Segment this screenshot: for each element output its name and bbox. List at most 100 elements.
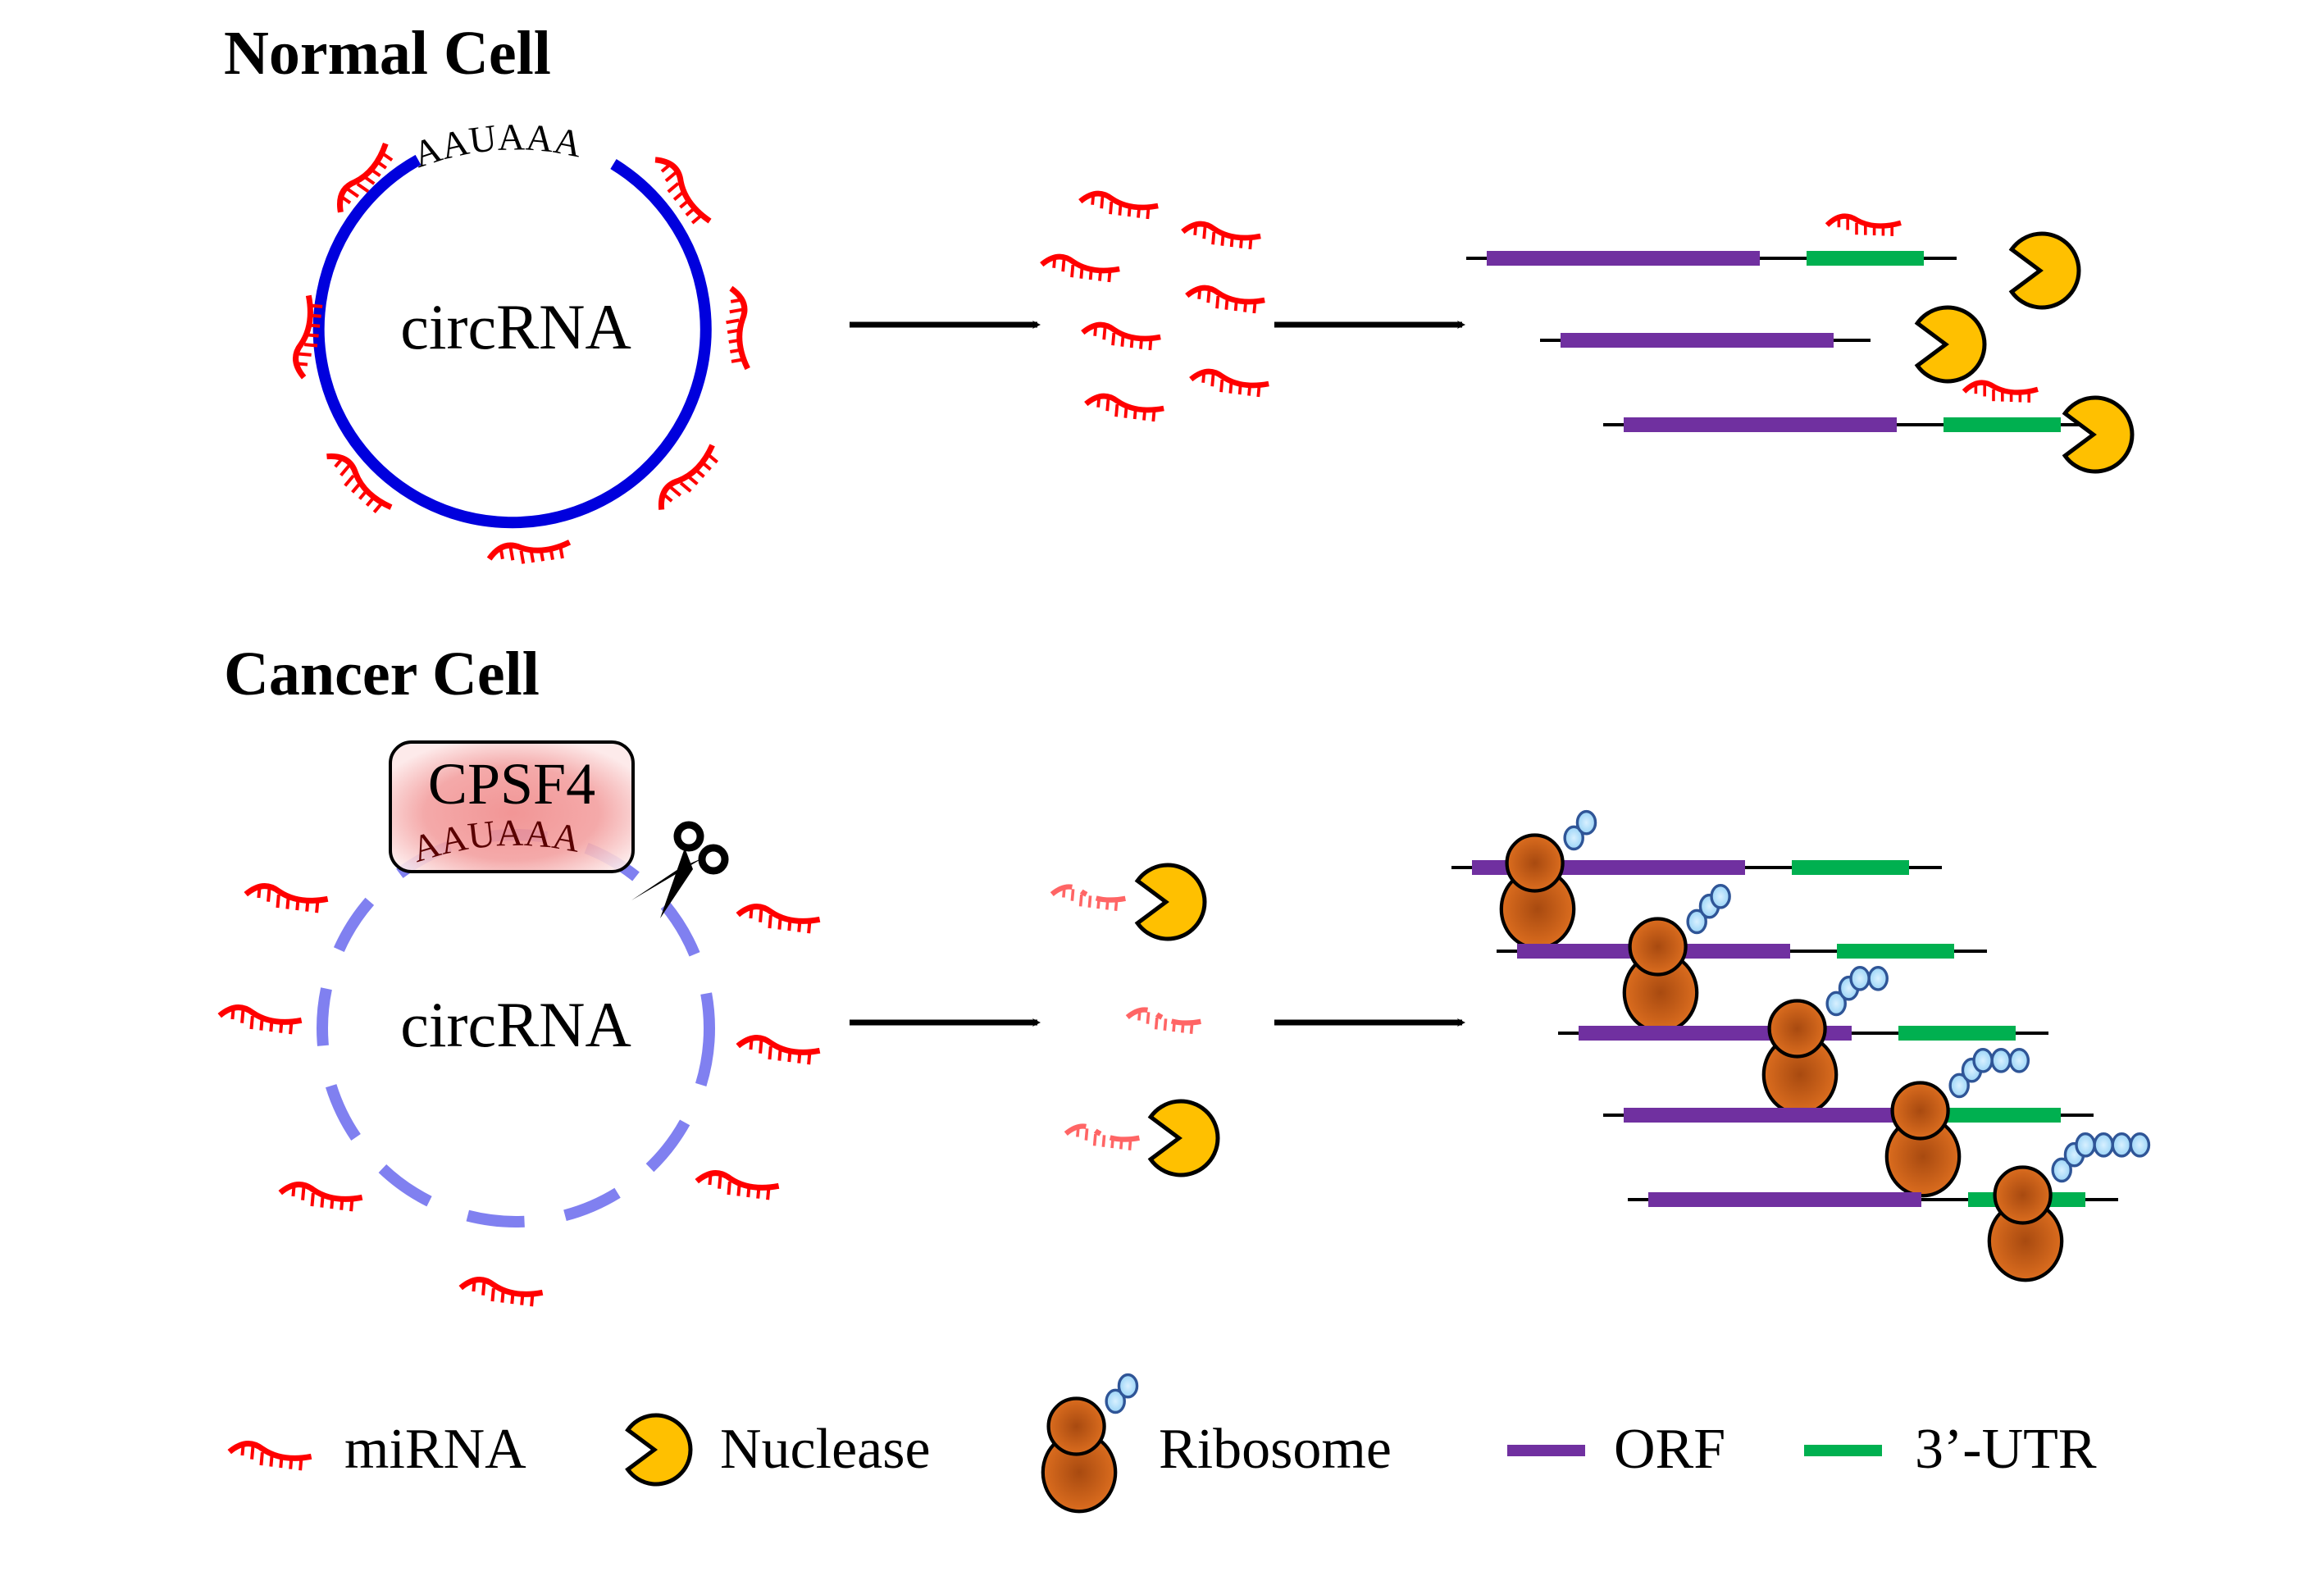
mirna-icon: [337, 142, 394, 213]
mirna-icon: [458, 1277, 544, 1307]
degraded-mirnas: [1050, 863, 1220, 1177]
ribosome-icon: [1884, 1047, 2030, 1198]
cpsf4-box: CPSF4 AAUAAA: [389, 740, 635, 873]
peptide-bead: [2093, 1132, 2114, 1158]
peptide-bead: [1710, 883, 1731, 909]
mirna-icon: [1078, 190, 1159, 220]
mirna-icon: [654, 157, 712, 225]
peptide-bead: [1575, 809, 1597, 836]
ribosome-icon: [1987, 1132, 2151, 1282]
mirna-icon: [486, 540, 572, 564]
mirna-icon: [227, 1441, 312, 1471]
cancer-circrna: circRNA: [317, 829, 715, 1227]
nuclease-icon: [1134, 863, 1207, 941]
legend-label: Nuclease: [720, 1418, 931, 1481]
mirna-icon: [726, 285, 750, 371]
mirna-icon: [736, 1035, 821, 1065]
mirna-icon: [217, 1004, 303, 1035]
peptide-bead: [2051, 1157, 2072, 1183]
mrna-transcript: [1466, 251, 1957, 266]
mirna-icon: [326, 453, 393, 513]
bound-mirnas: [293, 142, 750, 564]
orf-segment: [1561, 333, 1834, 348]
utr-segment: [1898, 1026, 2016, 1041]
mirna-icon: [736, 904, 821, 934]
mrna-transcript: [1603, 1108, 2094, 1123]
orf-segment: [1624, 417, 1897, 432]
peptide-bead: [1972, 1047, 1994, 1073]
normal-cell-title: Normal Cell: [224, 19, 551, 88]
orf-segment: [1648, 1192, 1921, 1207]
mirna-icon: [658, 444, 718, 510]
ribosome-icon: [1622, 883, 1731, 1034]
peptide-bead: [1867, 965, 1889, 991]
peptide-bead: [1990, 1047, 2012, 1073]
cpsf4-protein: [389, 740, 635, 873]
peptide-bead: [1948, 1073, 1970, 1099]
orf-icon: [1507, 1445, 1585, 1456]
peptide-bead: [1563, 825, 1584, 851]
peptide-bead: [2075, 1132, 2096, 1158]
ribosome-icon: [1499, 809, 1597, 950]
legend-item-ribosome: [1041, 1373, 1139, 1514]
normal-transcripts: [1466, 213, 2135, 474]
mrna-transcript: [1497, 944, 1987, 959]
utr-segment: [1944, 417, 2061, 432]
cancer-cell-title: Cancer Cell: [224, 640, 540, 708]
nuclease-icon: [1914, 305, 1987, 384]
orf-segment: [1624, 1108, 1897, 1123]
nuclease-icon: [2062, 395, 2135, 474]
nuclease-icon: [625, 1413, 693, 1487]
released-mirnas: [217, 883, 821, 1307]
mirna-icon: [1181, 221, 1261, 250]
mirna-icon: [1084, 393, 1164, 422]
translating-transcripts: [1451, 809, 2151, 1282]
mirna-icon: [1081, 321, 1161, 351]
legend-label: 3’-UTR: [1915, 1418, 2097, 1481]
utr-segment: [1792, 860, 1909, 875]
mirna-icon: [1040, 253, 1120, 283]
mirna-icon: [278, 1182, 363, 1212]
legend-item-mirna: [227, 1441, 312, 1471]
utr-segment: [1837, 944, 1954, 959]
peptide-bead: [2111, 1132, 2133, 1158]
peptide-bead: [2129, 1132, 2151, 1158]
mirna-icon: [1962, 380, 2039, 403]
mrna-transcript: [1540, 333, 1871, 348]
legend: miRNA Nuclease Ribosome ORF 3’-UTR: [227, 1373, 2097, 1514]
legend-item-nuclease: [625, 1413, 693, 1487]
ribosome-icon: [1041, 1373, 1139, 1514]
cpsf4-label: CPSF4: [428, 751, 595, 817]
mirna-icon: [1050, 884, 1127, 911]
mirna-icon: [1125, 1007, 1202, 1034]
mirna-icon: [1189, 368, 1269, 398]
mirna-icon: [244, 883, 329, 913]
mrna-transcript: [1603, 417, 2094, 432]
utr-segment: [1944, 1108, 2061, 1123]
scissors-icon: [631, 821, 729, 918]
peptide-bead: [1117, 1373, 1139, 1399]
circrna-ring: [312, 154, 712, 529]
utr-icon: [1804, 1445, 1882, 1456]
polya-signal: AAUAAA: [408, 116, 586, 175]
mirna-icon: [293, 294, 323, 380]
orf-segment: [1487, 251, 1760, 266]
circrna-label: circRNA: [400, 291, 631, 362]
utr-segment: [1807, 251, 1924, 266]
mirna-icon: [695, 1170, 780, 1200]
ribosome-icon: [1761, 965, 1889, 1116]
peptide-bead: [1825, 991, 1847, 1017]
normal-circrna: circRNA AAUAAA: [312, 116, 712, 529]
legend-label: miRNA: [344, 1418, 526, 1481]
legend-label: ORF: [1614, 1418, 1725, 1481]
peptide-bead: [1849, 965, 1871, 991]
peptide-bead: [1686, 909, 1707, 935]
free-mirnas: [1040, 190, 1269, 422]
peptide-bead: [2008, 1047, 2030, 1073]
nuclease-icon: [2008, 231, 2081, 310]
mirna-icon: [1825, 213, 1902, 236]
peptide-bead: [1105, 1388, 1126, 1414]
legend-label: Ribosome: [1159, 1418, 1392, 1481]
mirna-icon: [1185, 285, 1265, 314]
circrna-label: circRNA: [400, 989, 631, 1060]
